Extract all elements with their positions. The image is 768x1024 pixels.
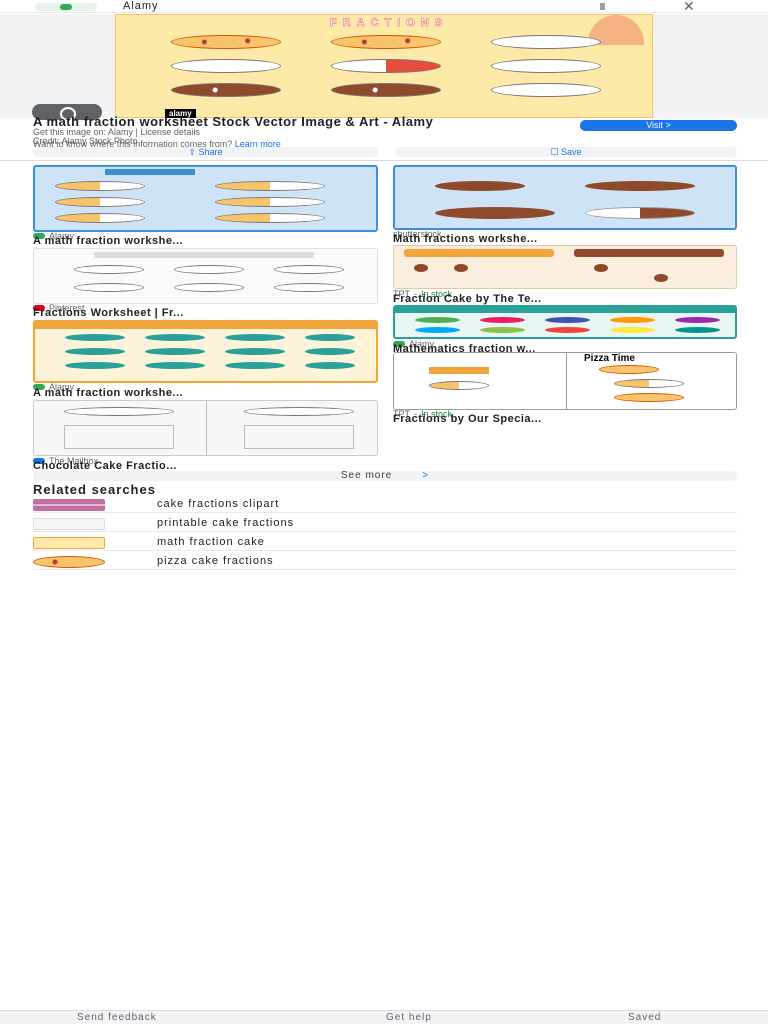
lens-search-icon[interactable] (32, 104, 102, 121)
send-feedback-link[interactable]: Send feedback (77, 1012, 157, 1023)
related-thumbnail (33, 499, 105, 511)
result-title[interactable]: Fractions by Our Specia... (393, 413, 542, 425)
related-search-item[interactable]: pizza cake fractions (33, 554, 737, 570)
bookmark-icon[interactable] (600, 3, 605, 10)
site-favicon-pill[interactable] (35, 3, 97, 11)
result-source: Pinterest (33, 303, 85, 313)
result-title[interactable]: Chocolate Cake Fractio... (33, 460, 177, 472)
result-source: Alamy (33, 231, 74, 241)
get-help-link[interactable]: Get help (386, 1012, 432, 1023)
result-thumbnail[interactable] (33, 320, 378, 383)
related-search-item[interactable]: math fraction cake (33, 535, 737, 551)
pizza-time-label: Pizza Time (584, 353, 635, 364)
result-source: The Mailbox (33, 456, 98, 466)
result-card[interactable]: Alamy Mathematics fraction w... (393, 305, 737, 355)
footer: Send feedback Get help Saved (0, 1010, 768, 1024)
result-card[interactable]: Alamy A math fraction workshe... (33, 320, 378, 399)
pie-row (171, 35, 601, 49)
result-card[interactable]: The Mailbox Chocolate Cake Fractio... (33, 400, 378, 472)
chevron-right-icon: > (422, 470, 430, 481)
site-name: Alamy (123, 0, 159, 12)
result-title[interactable]: A math fraction workshe... (33, 387, 184, 399)
result-source: TPT - In stock (393, 289, 453, 299)
result-thumbnail[interactable] (393, 305, 737, 339)
result-thumbnail[interactable] (33, 165, 378, 232)
divider (0, 160, 768, 161)
share-button[interactable]: ⇪ Share (33, 147, 378, 157)
info-source-text: Want to know where this information come… (33, 139, 281, 149)
learn-more-link[interactable]: Learn more (234, 139, 281, 149)
related-thumbnail (33, 537, 105, 549)
result-title[interactable]: Fractions Worksheet | Fr... (33, 307, 184, 319)
result-title[interactable]: A math fraction workshe... (33, 235, 184, 247)
result-thumbnail[interactable] (33, 248, 378, 304)
result-thumbnail[interactable] (33, 400, 378, 456)
visit-button[interactable]: Visit > (580, 120, 737, 131)
related-thumbnail (33, 556, 105, 568)
result-source: TPT - In stock (393, 409, 453, 419)
pie-row (171, 59, 601, 73)
result-card[interactable]: Pinterest Fractions Worksheet | Fr... (33, 248, 378, 319)
saved-link[interactable]: Saved (628, 1012, 662, 1023)
pie-row (171, 83, 601, 97)
result-thumbnail[interactable]: Pizza Time (393, 352, 737, 410)
result-card[interactable]: Alamy A math fraction workshe... (33, 165, 378, 247)
save-button[interactable]: ☐ Save (395, 147, 737, 157)
license-details-link[interactable]: Get this image on: Alamy | License detai… (33, 127, 200, 137)
credit-text: Credit: Alamy Stock Photo (33, 136, 138, 146)
result-card[interactable]: TPT - In stock Fraction Cake by The Te..… (393, 245, 737, 305)
result-source: Alamy (33, 382, 74, 392)
share-icon: ⇪ (188, 147, 196, 157)
result-title[interactable]: Mathematics fraction w... (393, 343, 536, 355)
result-title[interactable]: Math fractions workshe... (393, 233, 538, 245)
result-source: shutterstock (393, 229, 442, 239)
related-searches-heading: Related searches (33, 482, 156, 497)
bookmark-icon: ☐ (550, 147, 559, 157)
related-thumbnail (33, 518, 105, 530)
image-title: A math fraction worksheet Stock Vector I… (33, 114, 434, 129)
related-search-item[interactable]: cake fractions clipart (33, 497, 737, 513)
result-card[interactable]: shutterstock Math fractions workshe... (393, 165, 737, 245)
result-thumbnail[interactable] (393, 245, 737, 289)
result-title[interactable]: Fraction Cake by The Te... (393, 293, 542, 305)
top-bar: Alamy ✕ (0, 0, 768, 14)
result-card[interactable]: Pizza Time TPT - In stock Fractions by O… (393, 352, 737, 425)
alamy-watermark: alamy (165, 109, 196, 118)
result-thumbnail[interactable] (393, 165, 737, 230)
see-more-button[interactable]: See more> (33, 471, 737, 481)
related-search-item[interactable]: printable cake fractions (33, 516, 737, 532)
result-source: Alamy (393, 339, 434, 349)
close-icon[interactable]: ✕ (683, 0, 695, 14)
